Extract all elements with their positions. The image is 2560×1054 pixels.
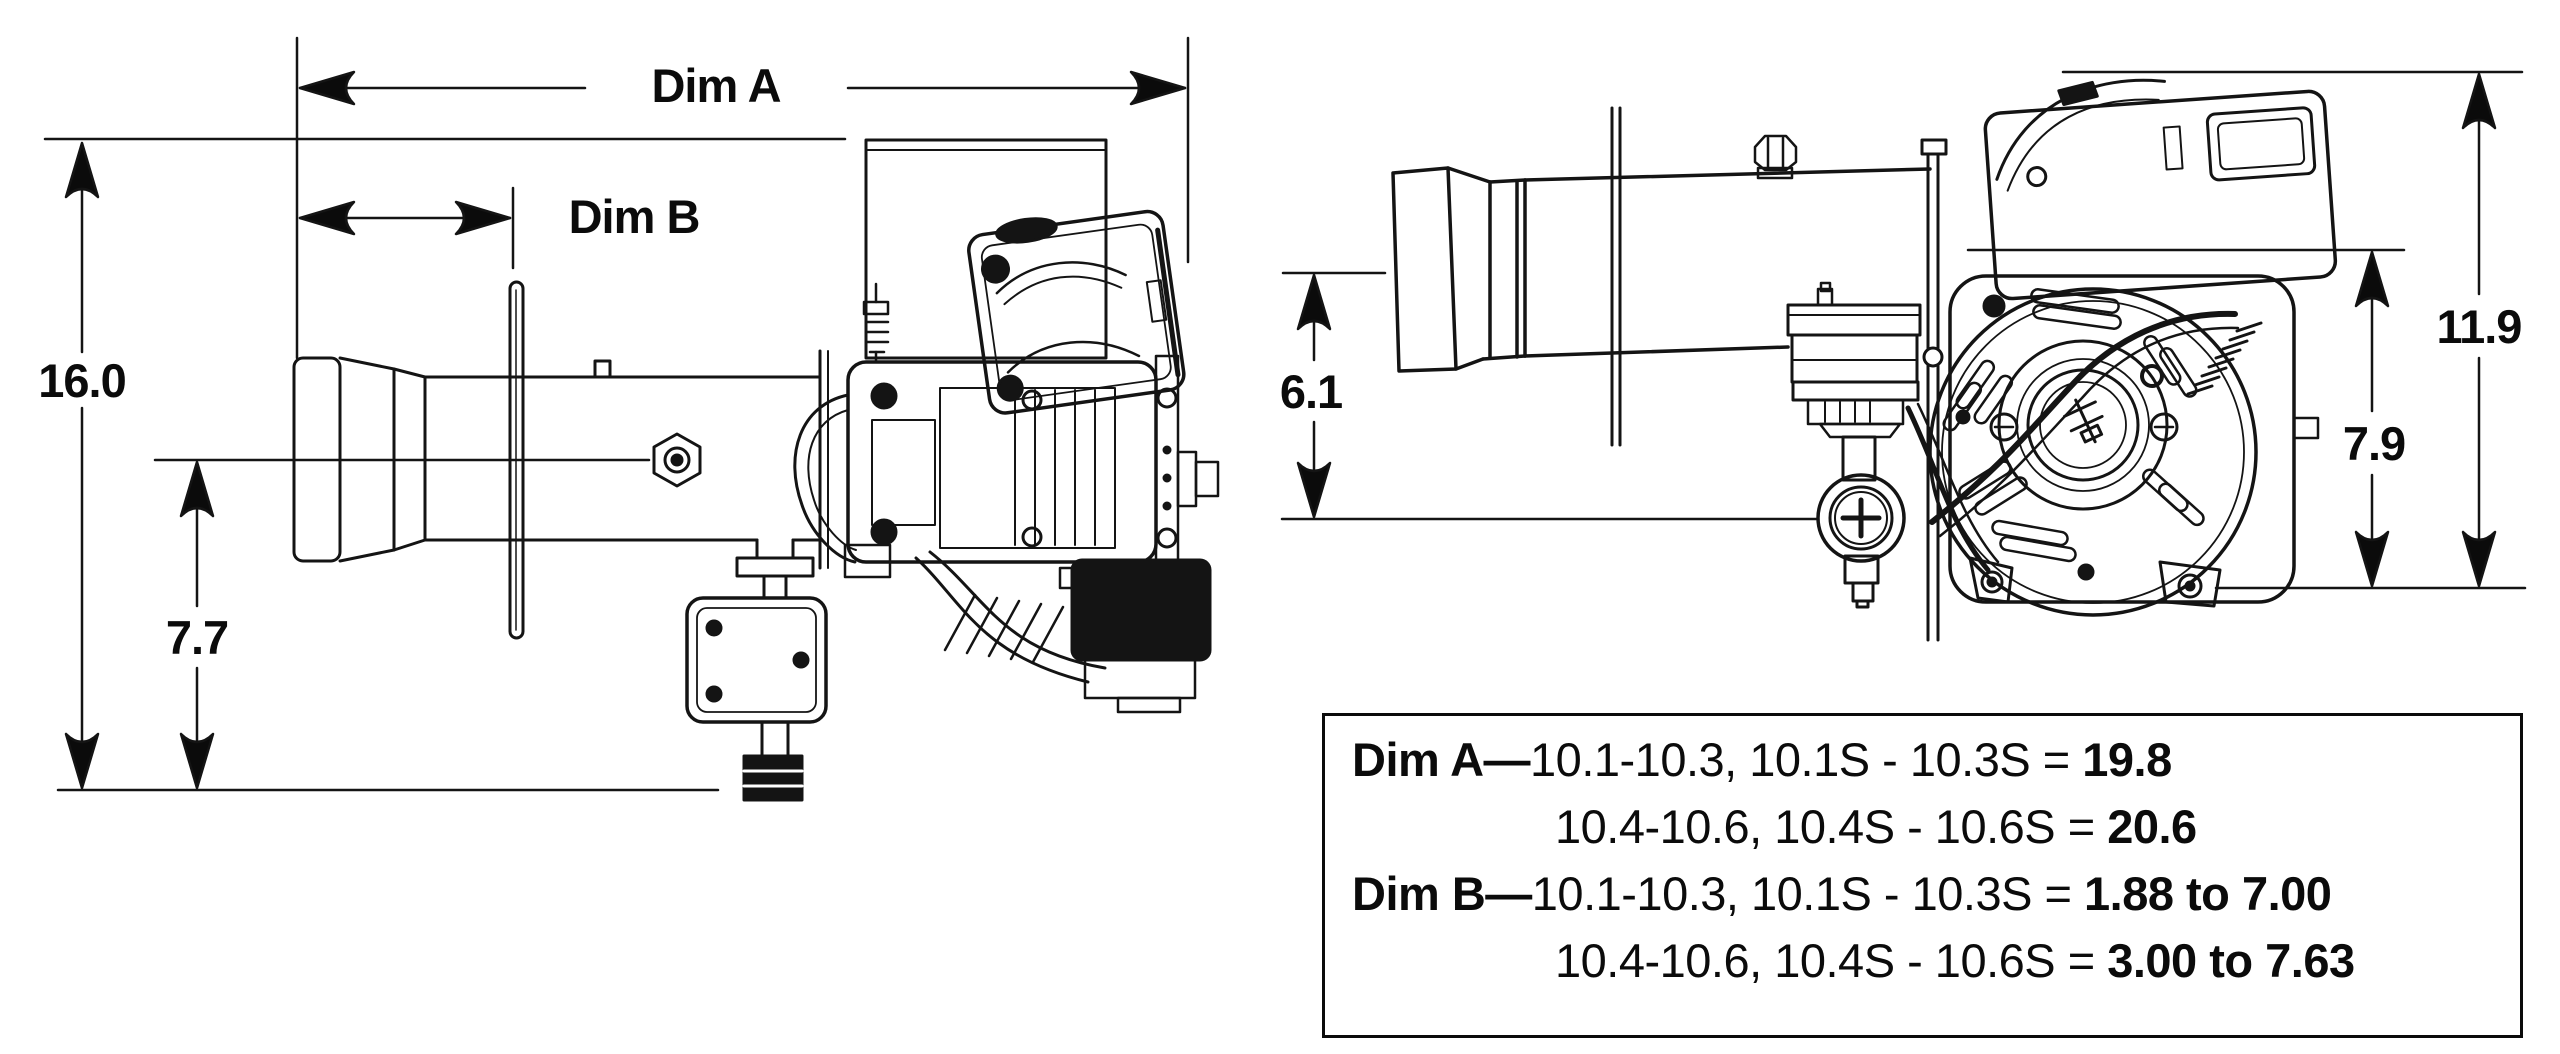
upper-height-label: 7.9 [2343,417,2405,470]
control-box [967,209,1186,415]
front-blast-tube [1391,166,1932,373]
front-control-box [1983,78,2338,301]
dim-77-callout [56,460,720,792]
wiring-loop [793,393,857,564]
spec-line-dim-b-1: Dim B—10.1-10.3, 10.1S - 10.3S = 1.88 to… [1352,867,2332,920]
spec-value: 3.00 to 7.63 [2107,934,2355,987]
transformer-box [864,138,1108,360]
louver-slots [1942,288,2205,563]
gas-valve-assembly [685,538,828,802]
centerline-height-label: 7.7 [166,611,228,664]
gill-ticks [2186,321,2263,396]
front-flange [1610,106,1622,447]
hex-bolt [652,432,702,488]
dim-79-callout [1966,248,2527,590]
dim-b-callout [298,186,515,270]
spec-value: 1.88 to 7.00 [2084,867,2332,920]
mounting-feet [1968,556,2222,608]
spec-label: Dim A— [1352,733,1531,786]
spec-line-dim-a-2: 10.4-10.6, 10.4S - 10.6S = 20.6 [1555,800,2197,853]
dim-a-callout [295,36,1190,360]
front-gas-valve [1786,281,2000,609]
spec-line-dim-a-1: Dim A—10.1-10.3, 10.1S - 10.3S = 19.8 [1352,733,2172,786]
spec-value: 19.8 [2082,733,2172,786]
blast-tube [423,359,822,542]
dim-61-callout [1280,271,1820,521]
overall-height-label: 16.0 [38,354,125,407]
tube-bottom-height-label: 6.1 [1280,365,1342,418]
dim-119-callout [2061,70,2524,588]
fan-housing [818,349,1220,570]
spec-value: 20.6 [2107,800,2197,853]
dim-16-callout [43,137,847,790]
dimension-spec-box: Dim A—10.1-10.3, 10.1S - 10.3S = 19.8 10… [1322,713,2523,1038]
igniter-electrode [862,282,890,364]
front-overall-height-label: 11.9 [2437,300,2522,353]
spec-line-dim-b-2: 10.4-10.6, 10.4S - 10.6S = 3.00 to 7.63 [1555,934,2355,987]
blower-scroll [1928,287,2263,617]
solenoid-block [1070,558,1212,662]
fuel-conduit [1929,310,2240,538]
pump-knob [1816,473,1906,563]
spec-label: Dim B— [1352,867,1532,920]
hub-center-mark [2063,398,2104,444]
pump-solenoid-cluster [843,543,1212,714]
air-screw [1753,134,1798,180]
dim-a-label: Dim A [651,59,780,112]
dim-b-label: Dim B [569,190,700,243]
burner-side-view [153,138,1220,802]
burner-front-view [1391,78,2338,642]
